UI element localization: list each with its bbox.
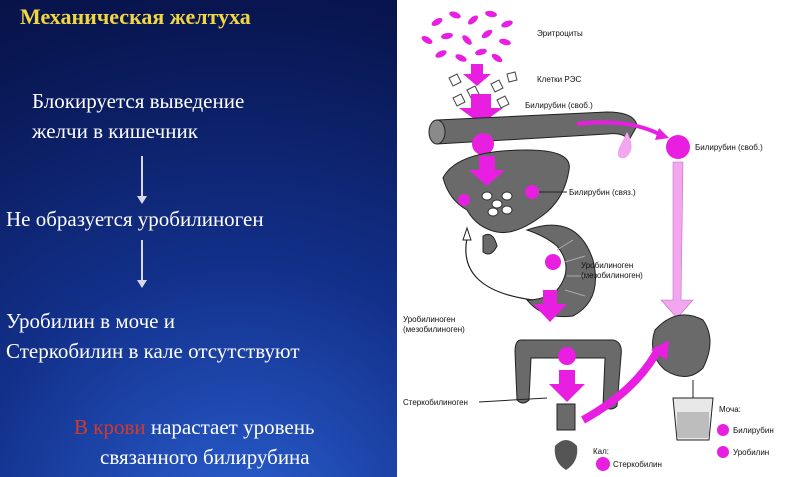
- urine-bilirubin-dot: [717, 424, 729, 436]
- arrow-enterohepatic: [465, 237, 534, 301]
- arrow-into-liver: [469, 156, 505, 186]
- arrow-blood-kidney: [660, 161, 694, 319]
- vessel-outflow: [617, 132, 632, 159]
- feces-shape: [554, 440, 578, 470]
- arrow-ery-res: [463, 64, 491, 86]
- bilirubin-free-dot-vessel: [472, 133, 494, 155]
- res-cells-group: [448, 71, 518, 109]
- blood-text: В крови нарастает уровень связанного бил…: [74, 412, 315, 472]
- bilirubin-dot-liver: [458, 194, 470, 206]
- blood-vessel: [436, 111, 638, 145]
- step1-line1: Блокируется выведение: [32, 89, 245, 113]
- stercobilinogen-dot: [558, 347, 576, 365]
- blood-line2: связанного билирубина: [100, 445, 310, 469]
- urine-urobilin-label: Уробилин: [733, 448, 769, 457]
- feces-label: Кал:: [593, 447, 609, 456]
- arrow-vessel-right: [576, 120, 660, 136]
- arrow-colon-down: [549, 370, 585, 402]
- urobilinogen-left-label-1: Уробилиноген: [403, 315, 455, 324]
- large-intestine: [514, 339, 622, 410]
- step1-text: Блокируется выведение желчи в кишечник: [32, 86, 244, 146]
- erythrocytes-group: [421, 10, 513, 63]
- step3-line2: Стеркобилин в кале отсутствуют: [6, 339, 300, 363]
- stercobilin-label: Стеркобилин: [613, 460, 662, 469]
- step1-line2: желчи в кишечник: [32, 119, 198, 143]
- rectum: [556, 403, 576, 431]
- urine-label: Моча:: [719, 405, 741, 414]
- bilirubin-bound-label: Билирубин (связ.): [569, 188, 636, 197]
- stercobilinogen-label: Стеркобилиноген: [403, 398, 468, 407]
- bilirubin-free-dot-right: [666, 135, 690, 159]
- step2-text: Не образуется уробилиноген: [6, 207, 264, 231]
- arrow-intestine-down: [533, 290, 567, 322]
- erythrocytes-label: Эритроциты: [537, 29, 583, 38]
- arrow-colon-kidney: [581, 346, 663, 424]
- bilirubin-metabolism-diagram: Эритроциты Клетки РЭС Билирубин (своб.) …: [397, 0, 797, 477]
- liver: [442, 149, 570, 234]
- step3-line1: Уробилин в моче и: [6, 309, 175, 333]
- page-title: Механическая желтуха: [20, 4, 251, 29]
- urobilinogen-right-label-2: (мезобилиноген): [581, 271, 643, 280]
- bilirubin-free-right-label: Билирубин (своб.): [695, 143, 763, 152]
- kidney: [652, 314, 711, 377]
- step3-text: Уробилин в моче и Стеркобилин в кале отс…: [6, 306, 300, 366]
- res-cells-label: Клетки РЭС: [537, 75, 581, 84]
- urine-bilirubin-label: Билирубин: [733, 426, 774, 435]
- gall-bladder: [482, 233, 498, 255]
- urine-urobilin-dot: [717, 446, 729, 458]
- urobilinogen-dot-intestine: [545, 254, 561, 270]
- liver-cells: [481, 191, 513, 217]
- bilirubin-bound-dot: [525, 185, 539, 199]
- bilirubin-free-top-label: Билирубин (своб.): [525, 101, 593, 110]
- blood-highlight: В крови: [74, 415, 146, 439]
- blood-line1-rest: нарастает уровень: [145, 415, 315, 439]
- stercobilin-dot: [596, 457, 610, 471]
- urobilinogen-right-label-1: Уробилиноген: [581, 261, 633, 270]
- blood-line1: В крови нарастает уровень: [74, 412, 315, 442]
- arrow-res-vessel: [459, 94, 503, 124]
- urobilinogen-left-label-2: (мезобилиноген): [403, 325, 465, 334]
